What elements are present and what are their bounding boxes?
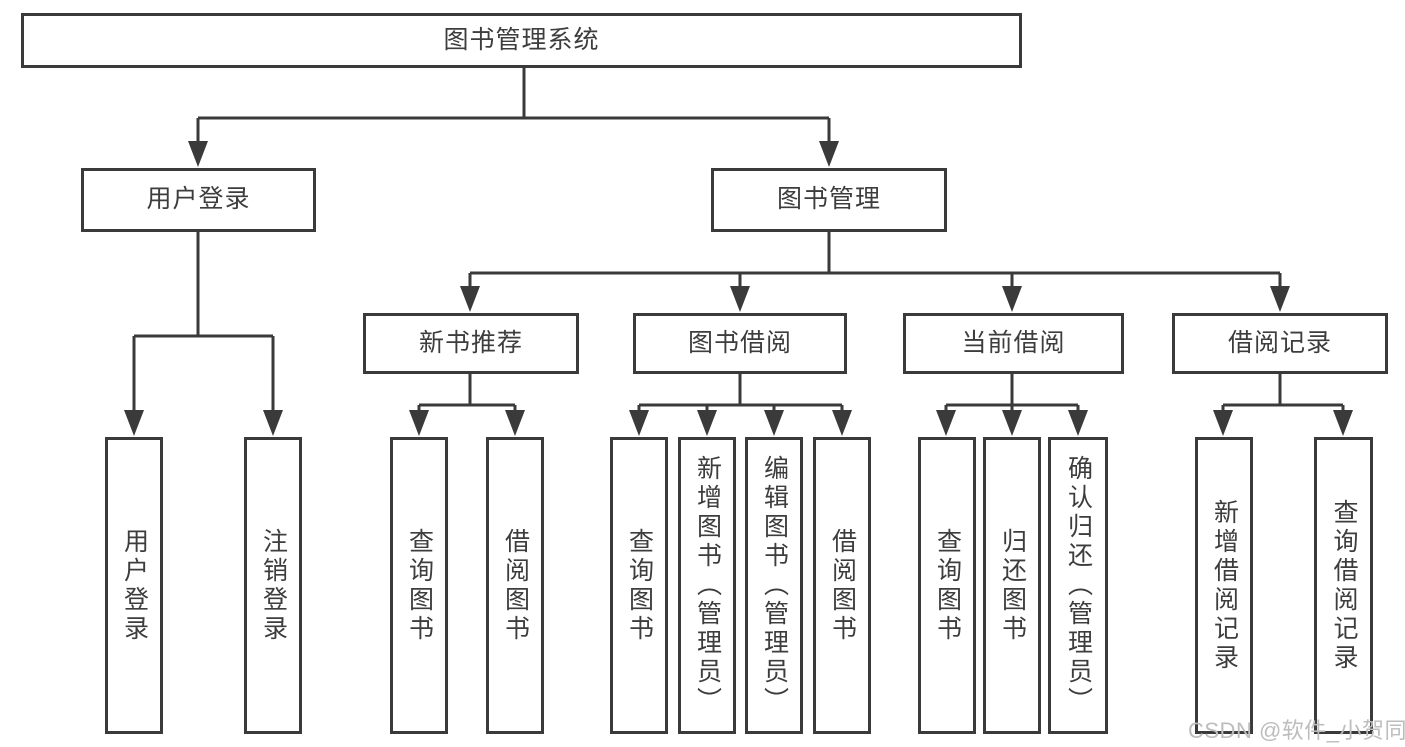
csdn-watermark: CSDN @软件_小贺同学 — [1188, 718, 1405, 743]
node-library-management-system: 图书管理系统 — [21, 13, 1022, 68]
node-label: 新增图书（管理员） — [693, 455, 722, 716]
leaf-nbr-query-books: 查询图书 — [390, 437, 448, 734]
connector-nbr-to-leaves — [409, 374, 525, 436]
node-label: 编辑图书（管理员） — [760, 455, 789, 716]
leaf-br-add-record: 新增借阅记录 — [1195, 437, 1253, 734]
node-label: 查询图书 — [405, 527, 434, 644]
node-label: 确认归还（管理员） — [1064, 455, 1093, 716]
leaf-bb-add-books-admin: 新增图书（管理员） — [678, 437, 736, 734]
leaf-cb-query-books: 查询图书 — [918, 437, 976, 734]
leaf-cb-return-books: 归还图书 — [983, 437, 1041, 734]
leaf-user-login: 用户登录 — [105, 437, 163, 734]
node-book-borrowing: 图书借阅 — [633, 313, 847, 374]
node-label: 查询借阅记录 — [1330, 498, 1358, 673]
node-label: 新增借阅记录 — [1210, 498, 1239, 673]
leaf-bb-borrow-books: 借阅图书 — [813, 437, 871, 734]
node-label: 借阅记录 — [1227, 328, 1332, 357]
node-label: 用户登录 — [120, 527, 149, 644]
leaf-nbr-borrow-books: 借阅图书 — [486, 437, 544, 734]
connector-cb-to-leaves — [936, 374, 1088, 436]
node-user-login: 用户登录 — [81, 168, 316, 232]
leaf-br-query-record: 查询借阅记录 — [1314, 437, 1373, 734]
node-label: 当前借阅 — [961, 328, 1066, 357]
node-label: 图书管理系统 — [443, 25, 600, 54]
node-new-book-recommend: 新书推荐 — [363, 313, 579, 374]
node-label: 注销登录 — [259, 527, 288, 644]
node-book-management: 图书管理 — [711, 168, 947, 232]
node-label: 图书借阅 — [687, 328, 792, 357]
connector-root-to-level2 — [188, 68, 839, 167]
node-label: 图书管理 — [776, 185, 881, 214]
node-label: 查询图书 — [933, 527, 962, 644]
node-label: 借阅图书 — [828, 527, 857, 644]
node-label: 新书推荐 — [418, 328, 523, 357]
connector-mgmt-to-level3 — [460, 232, 1290, 312]
leaf-cb-confirm-return-admin: 确认归还（管理员） — [1048, 437, 1108, 734]
node-current-borrowing: 当前借阅 — [903, 313, 1124, 374]
node-label: 借阅图书 — [501, 527, 530, 644]
node-label: 归还图书 — [998, 527, 1027, 644]
connector-bb-to-leaves — [629, 374, 852, 436]
leaf-bb-edit-books-admin: 编辑图书（管理员） — [745, 437, 803, 734]
connector-login-to-leaves — [124, 232, 283, 436]
node-borrowing-records: 借阅记录 — [1172, 313, 1388, 374]
leaf-bb-query-books: 查询图书 — [610, 437, 668, 734]
node-label: 用户登录 — [146, 185, 251, 214]
node-label: 查询图书 — [625, 527, 654, 644]
connector-br-to-leaves — [1213, 374, 1353, 436]
leaf-logout: 注销登录 — [244, 437, 302, 734]
